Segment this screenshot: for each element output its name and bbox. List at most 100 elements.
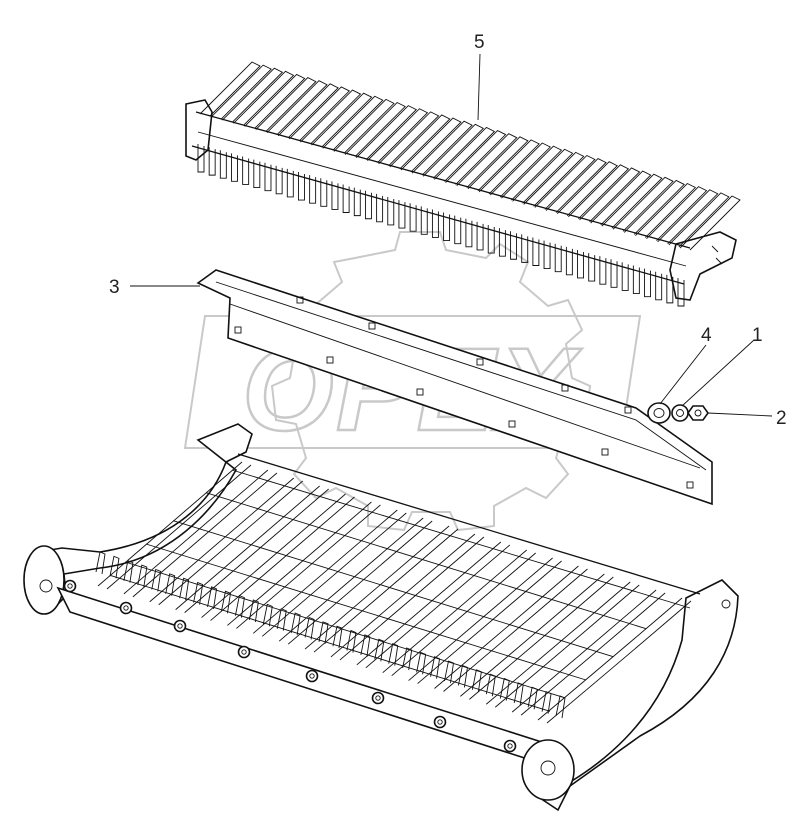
grate-tooth xyxy=(221,590,231,614)
cover-plate-holes xyxy=(234,296,694,489)
grate-tooth xyxy=(416,651,427,675)
rake-tine xyxy=(498,145,563,257)
grate-tooth xyxy=(471,669,482,692)
grate-bar xyxy=(278,517,433,645)
rake-tine xyxy=(521,151,585,263)
grate-tooth xyxy=(332,625,343,649)
grate-bolt xyxy=(173,619,187,633)
grate-tooth xyxy=(151,568,162,592)
rake-tine xyxy=(231,70,295,182)
grate-rod xyxy=(173,520,614,658)
concave-grate-part xyxy=(23,423,739,812)
plate-hole xyxy=(508,420,516,428)
cover-plate-body xyxy=(196,269,713,506)
grate-tooth xyxy=(137,564,148,588)
rake-tine xyxy=(666,192,730,304)
grate-tooth xyxy=(123,560,134,583)
grate-bar xyxy=(304,525,459,653)
rake-tine xyxy=(632,182,697,294)
tine-rake-part xyxy=(185,61,741,307)
rake-tine xyxy=(510,148,574,260)
grate-tooth xyxy=(234,595,245,618)
grate-bolt xyxy=(371,691,385,705)
rake-tine xyxy=(398,117,462,229)
grate-bar xyxy=(485,581,640,708)
grate-left-hub xyxy=(39,579,53,593)
rake-tine xyxy=(264,80,328,192)
rake-tine xyxy=(320,95,384,207)
grate-bolt xyxy=(119,601,133,615)
callout-2: 2 xyxy=(776,408,787,429)
grate-bolt xyxy=(305,669,319,683)
rake-tine xyxy=(242,73,306,185)
grate-back-rail xyxy=(237,453,701,595)
leader-4 xyxy=(659,344,707,405)
grate-tooth xyxy=(402,647,413,671)
grate-tooth xyxy=(374,638,385,662)
callout-4: 4 xyxy=(701,325,712,346)
grate-tooth xyxy=(262,603,273,627)
grate-rod xyxy=(205,492,647,630)
grate-tooth xyxy=(95,551,106,575)
grate-right-end-plate xyxy=(538,579,739,812)
rake-tine xyxy=(253,77,317,189)
grate-tooth xyxy=(499,677,510,701)
plate-hole xyxy=(476,358,484,366)
rake-tine xyxy=(599,173,663,285)
rake-tine xyxy=(644,186,708,298)
grate-bar xyxy=(201,493,355,621)
grate-bolts xyxy=(63,579,517,753)
leader-2 xyxy=(707,412,773,417)
grate-bolt xyxy=(433,715,447,729)
rake-middle-bar xyxy=(197,131,687,267)
grate-tooth xyxy=(513,682,524,705)
grate-tooth xyxy=(541,691,552,714)
rake-tine xyxy=(677,195,741,307)
rake-top-bar xyxy=(195,111,691,249)
rake-tine xyxy=(387,114,451,226)
rake-tine xyxy=(565,164,630,276)
callout-3: 3 xyxy=(109,277,120,298)
grate-tooth xyxy=(290,612,301,636)
rake-tine xyxy=(420,123,485,235)
fastener-washer-part xyxy=(647,402,671,424)
callout-labels: 5 3 4 1 2 xyxy=(109,32,787,429)
grate-bar xyxy=(175,485,329,613)
rake-tine xyxy=(197,61,261,173)
plate-hole xyxy=(561,384,569,392)
rake-tine xyxy=(621,179,685,291)
rake-tine xyxy=(409,120,473,232)
rake-tine xyxy=(532,154,596,266)
rake-tine xyxy=(275,83,339,195)
rake-tine xyxy=(487,142,551,254)
grate-bar xyxy=(382,549,536,677)
plate-hole xyxy=(686,481,694,489)
grate-tooth xyxy=(207,586,218,609)
grate-tooth xyxy=(304,616,315,640)
rake-tine xyxy=(208,64,272,176)
grate-tooth xyxy=(346,629,357,653)
cover-plate-edge-line xyxy=(229,303,701,469)
grate-tooth xyxy=(165,573,176,596)
leader-5 xyxy=(477,53,481,121)
grate-bar xyxy=(537,597,692,724)
rake-tine xyxy=(476,139,540,251)
cover-plate-fold-line xyxy=(215,281,707,471)
grate-bolt xyxy=(503,739,517,753)
grate-bolt xyxy=(237,645,251,659)
rake-tine xyxy=(376,111,440,223)
leader-1 xyxy=(681,339,755,407)
grate-tooth xyxy=(485,673,496,697)
rake-tines xyxy=(197,61,741,307)
grate-bar xyxy=(97,461,252,590)
plate-hole xyxy=(234,326,242,334)
plate-hole xyxy=(296,296,304,304)
rake-tine xyxy=(286,86,351,198)
rake-tine xyxy=(353,105,418,217)
plate-hole xyxy=(416,388,424,396)
grate-rod xyxy=(109,574,551,712)
grate-tooth xyxy=(179,577,190,601)
rake-tine xyxy=(309,92,373,204)
rake-tine xyxy=(588,170,652,282)
